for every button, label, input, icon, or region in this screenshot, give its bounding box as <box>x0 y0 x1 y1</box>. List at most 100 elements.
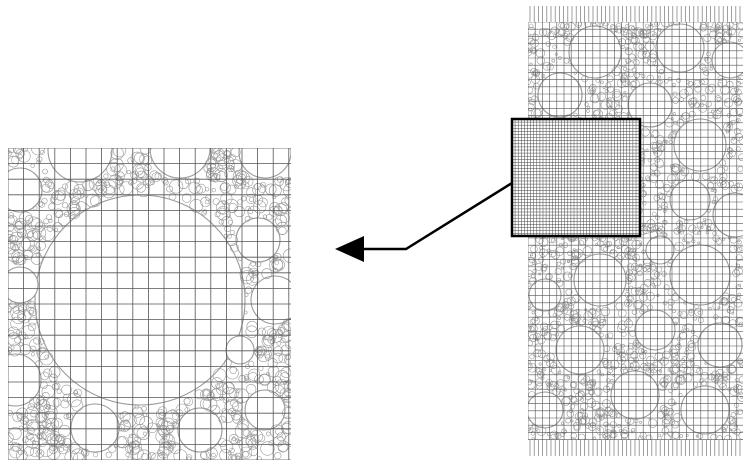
small-aggregate <box>670 382 679 391</box>
small-aggregate <box>229 366 237 374</box>
small-aggregate <box>48 202 56 211</box>
small-aggregate <box>644 41 655 52</box>
small-aggregate <box>610 24 616 30</box>
small-aggregate <box>735 146 741 152</box>
small-aggregate <box>574 412 584 421</box>
small-aggregate <box>239 446 253 459</box>
small-aggregate <box>101 184 116 199</box>
small-aggregate <box>245 384 257 395</box>
small-aggregate <box>597 321 605 329</box>
small-aggregate <box>265 183 277 196</box>
small-aggregate <box>30 163 35 168</box>
bottom-boundary-arrows <box>529 440 741 456</box>
small-aggregate <box>66 202 81 217</box>
small-aggregate <box>647 304 653 311</box>
small-aggregate <box>664 414 671 421</box>
small-aggregate <box>598 414 606 421</box>
small-aggregate <box>604 429 613 438</box>
small-aggregate <box>610 379 614 383</box>
small-aggregate <box>717 306 721 310</box>
small-aggregate <box>61 384 72 395</box>
small-aggregate <box>730 87 738 96</box>
small-aggregate <box>210 404 221 416</box>
callout-arrowhead <box>335 236 364 262</box>
small-aggregate <box>633 27 643 37</box>
small-aggregate <box>661 427 670 435</box>
small-aggregate <box>728 149 736 158</box>
small-aggregate <box>8 230 14 238</box>
small-aggregate <box>625 46 629 51</box>
small-aggregate <box>679 221 683 225</box>
small-aggregate <box>68 442 81 454</box>
large-aggregate <box>610 370 660 420</box>
small-aggregate <box>705 101 712 108</box>
small-aggregate <box>672 382 679 389</box>
small-aggregate <box>262 214 267 219</box>
small-aggregate <box>675 343 682 351</box>
small-aggregate <box>621 93 626 97</box>
small-aggregate <box>672 309 676 314</box>
small-aggregate <box>24 446 35 457</box>
small-aggregate <box>560 421 565 425</box>
small-aggregate <box>261 326 277 341</box>
small-aggregate <box>534 343 543 352</box>
small-aggregate <box>537 349 546 358</box>
small-aggregate <box>563 38 571 46</box>
small-aggregate <box>584 22 592 28</box>
small-aggregate <box>122 413 137 428</box>
small-aggregate <box>620 45 625 50</box>
small-aggregate <box>626 348 634 356</box>
small-aggregate <box>700 95 707 101</box>
small-aggregate <box>648 418 658 428</box>
small-aggregate <box>8 148 16 153</box>
small-aggregate <box>578 238 587 246</box>
small-aggregate <box>259 374 271 386</box>
small-aggregate <box>708 307 712 311</box>
small-aggregate <box>235 171 250 186</box>
small-aggregate <box>20 237 35 251</box>
large-aggregate <box>655 23 705 73</box>
small-aggregate <box>573 71 577 75</box>
small-aggregate <box>666 174 677 184</box>
large-aggregate <box>645 235 675 265</box>
small-aggregate <box>33 336 41 345</box>
small-aggregate <box>606 382 614 391</box>
small-aggregate <box>530 430 536 436</box>
small-aggregate <box>533 108 543 118</box>
small-aggregate <box>119 180 123 184</box>
small-aggregate <box>215 383 221 389</box>
small-aggregate <box>725 129 730 134</box>
small-aggregate <box>68 211 76 219</box>
small-aggregate <box>611 366 616 371</box>
small-aggregate <box>651 130 660 139</box>
small-aggregate <box>272 352 284 364</box>
small-aggregate <box>736 358 743 365</box>
small-aggregate <box>25 215 34 224</box>
small-aggregate <box>536 426 547 436</box>
small-aggregate <box>625 92 631 98</box>
small-aggregate <box>618 39 622 43</box>
small-aggregate <box>669 365 679 375</box>
small-aggregate <box>579 402 589 411</box>
small-aggregate <box>103 173 109 179</box>
small-aggregate <box>284 194 291 207</box>
small-aggregate <box>667 298 675 306</box>
small-aggregate <box>30 410 38 418</box>
small-aggregate <box>639 420 643 424</box>
small-aggregate <box>607 332 614 339</box>
small-aggregate <box>655 140 663 148</box>
small-aggregate <box>234 184 239 189</box>
small-aggregate <box>666 191 672 197</box>
small-aggregate <box>27 403 35 410</box>
small-aggregate <box>715 32 725 43</box>
small-aggregate <box>36 350 41 355</box>
small-aggregate <box>58 424 71 438</box>
small-aggregate <box>219 449 232 460</box>
small-aggregate <box>615 254 624 263</box>
small-aggregate <box>735 117 741 123</box>
small-aggregate <box>31 440 37 445</box>
small-aggregate <box>647 24 653 31</box>
small-aggregate <box>65 180 79 195</box>
small-aggregate <box>175 419 180 424</box>
small-aggregate <box>658 369 663 373</box>
